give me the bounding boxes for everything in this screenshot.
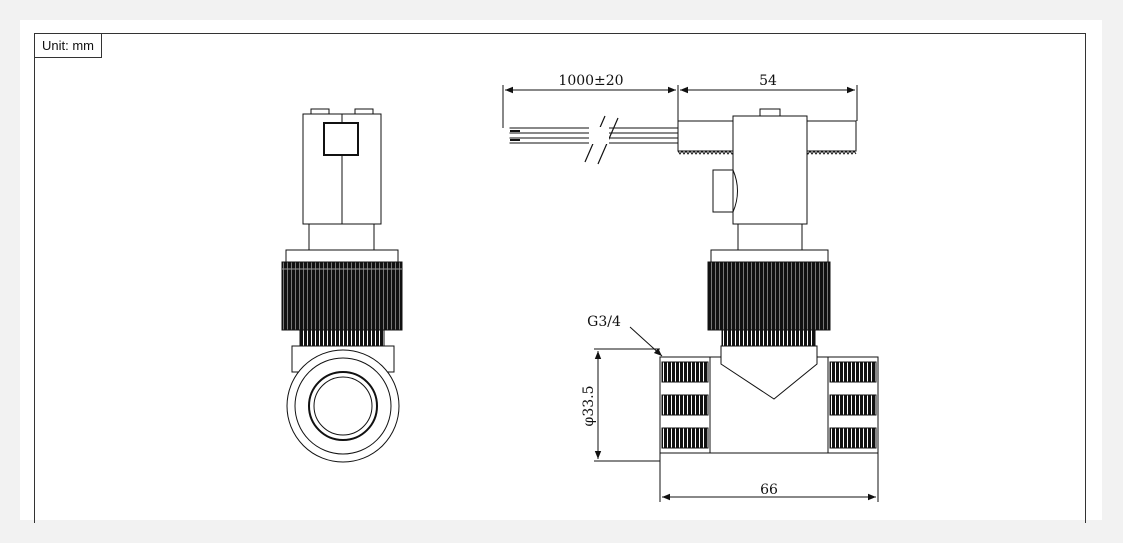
knurled-nut bbox=[281, 261, 403, 331]
drawing-card bbox=[20, 20, 1102, 520]
pipe-bore bbox=[308, 371, 378, 441]
dimension-lines bbox=[502, 85, 879, 502]
body-length-label: 54 bbox=[759, 73, 777, 89]
cable-length-label: 1000±20 bbox=[558, 73, 623, 89]
pipe-outer-ring bbox=[286, 349, 400, 463]
front-view bbox=[500, 108, 879, 454]
drawing-frame bbox=[34, 33, 1086, 523]
overall-length-label: 66 bbox=[760, 482, 778, 498]
unit-label: Unit: mm bbox=[34, 33, 102, 58]
diameter-label: φ33.5 bbox=[581, 386, 597, 427]
connector-window bbox=[323, 122, 359, 156]
side-view bbox=[281, 108, 403, 463]
thread-label: G3/4 bbox=[587, 314, 621, 330]
switch-body bbox=[732, 115, 808, 225]
